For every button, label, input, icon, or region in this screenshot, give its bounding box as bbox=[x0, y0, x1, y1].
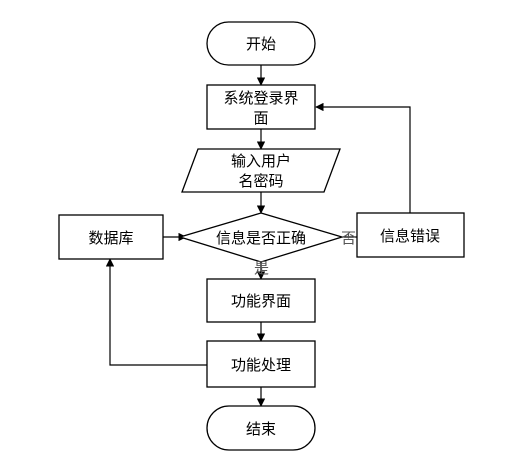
decision-label: 信息是否正确 bbox=[216, 229, 306, 247]
start-terminator bbox=[206, 21, 316, 66]
function-ui-box bbox=[206, 278, 316, 323]
yes-branch-label: 是 bbox=[254, 259, 269, 277]
no-branch-label: 否 bbox=[341, 229, 356, 247]
input-label-line2: 名密码 bbox=[238, 172, 283, 190]
login-process-box bbox=[206, 84, 316, 130]
arrow-process-to-database bbox=[105, 258, 207, 366]
start-label: 开始 bbox=[246, 35, 276, 53]
input-parallelogram bbox=[181, 148, 341, 193]
input-label-line1: 输入用户 bbox=[231, 152, 291, 170]
end-label: 结束 bbox=[246, 420, 276, 438]
decision-diamond bbox=[177, 212, 345, 263]
arrow-error-to-login bbox=[315, 102, 411, 213]
error-box bbox=[356, 212, 465, 258]
function-ui-label: 功能界面 bbox=[231, 292, 291, 310]
login-label-line2: 面 bbox=[253, 109, 268, 127]
login-label-line1: 系统登录界 bbox=[223, 89, 298, 107]
database-box bbox=[58, 214, 164, 260]
function-process-box bbox=[206, 340, 316, 388]
error-label: 信息错误 bbox=[380, 227, 440, 245]
end-terminator bbox=[206, 405, 316, 451]
function-process-label: 功能处理 bbox=[231, 356, 291, 374]
database-label: 数据库 bbox=[88, 229, 133, 247]
